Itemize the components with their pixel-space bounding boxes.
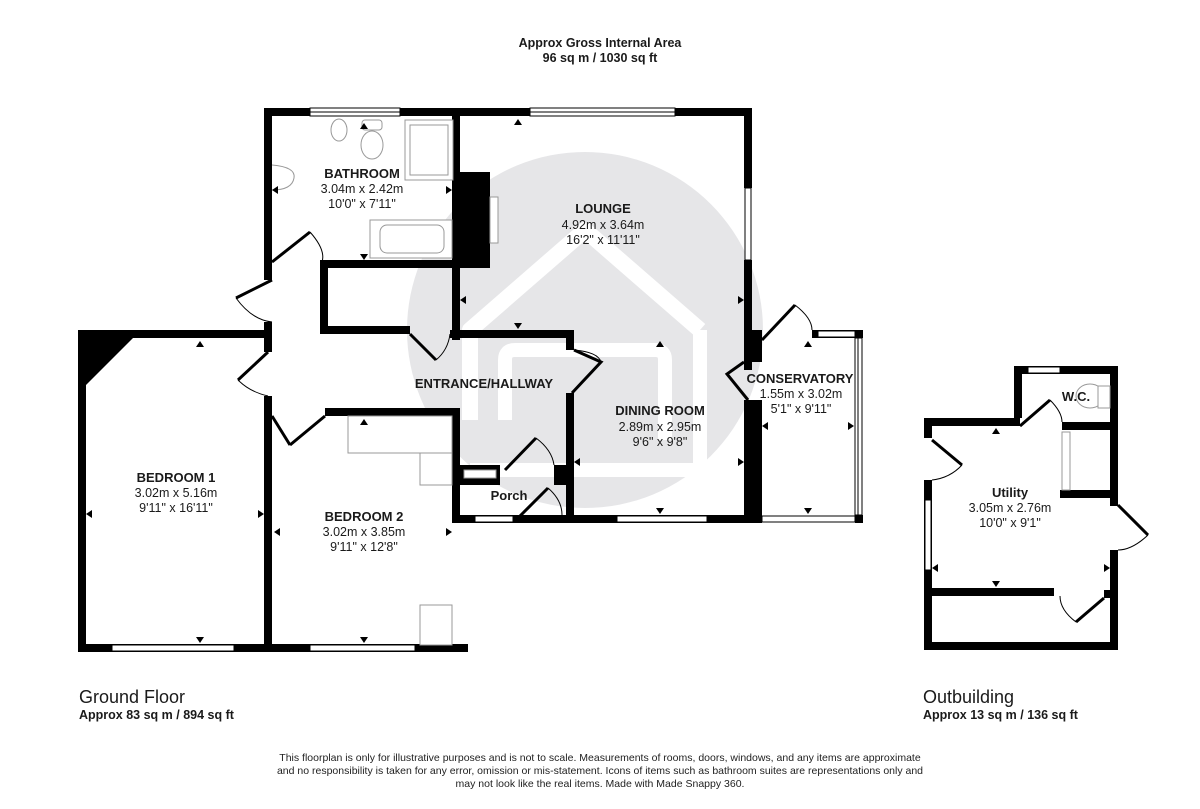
svg-text:LOUNGE: LOUNGE xyxy=(575,201,631,216)
svg-text:BEDROOM 1: BEDROOM 1 xyxy=(137,470,216,485)
svg-text:2.89m x 2.95m: 2.89m x 2.95m xyxy=(619,420,702,434)
gross-area-title: Approx Gross Internal Area xyxy=(518,36,682,50)
disclaimer-line-2: and no responsibility is taken for any e… xyxy=(276,765,924,777)
windows xyxy=(111,107,863,652)
measurement-arrows xyxy=(86,119,1110,643)
bedroom2-window xyxy=(309,644,416,652)
bidet-icon xyxy=(330,118,348,142)
disclaimer-line-3: may not look like the real items. Made w… xyxy=(455,778,745,790)
bathroom-fixtures xyxy=(271,118,499,646)
fireplace-hearth-icon xyxy=(489,196,499,244)
svg-text:4.92m x 3.64m: 4.92m x 3.64m xyxy=(562,218,645,232)
lounge-side-window xyxy=(744,187,752,261)
gross-area-header: Approx Gross Internal Area 96 sq m / 103… xyxy=(0,36,1200,66)
svg-text:ENTRANCE/HALLWAY: ENTRANCE/HALLWAY xyxy=(415,376,554,391)
room-label-hallway: ENTRANCE/HALLWAY xyxy=(415,376,554,391)
room-label-wc: W.C. xyxy=(1062,389,1090,404)
outbuilding-area: Approx 13 sq m / 136 sq ft xyxy=(923,708,1078,722)
room-label-conservatory: CONSERVATORY 1.55m x 3.02m 5'1" x 9'11" xyxy=(747,371,854,416)
svg-text:Porch: Porch xyxy=(491,488,528,503)
room-label-bathroom: BATHROOM 3.04m x 2.42m 10'0" x 7'11" xyxy=(321,166,404,211)
conservatory-front-window xyxy=(761,515,856,523)
svg-text:BATHROOM: BATHROOM xyxy=(324,166,400,181)
room-label-utility: Utility 3.05m x 2.76m 10'0" x 9'1" xyxy=(969,485,1052,530)
svg-text:DINING ROOM: DINING ROOM xyxy=(615,403,705,418)
room-label-bedroom1: BEDROOM 1 3.02m x 5.16m 9'11" x 16'11" xyxy=(135,470,218,515)
doors xyxy=(235,230,813,522)
basin-icon xyxy=(271,164,295,191)
svg-text:16'2" x 11'11": 16'2" x 11'11" xyxy=(566,233,640,247)
gross-area-value: 96 sq m / 1030 sq ft xyxy=(542,51,658,65)
room-label-lounge: LOUNGE 4.92m x 3.64m 16'2" x 11'11" xyxy=(562,201,645,247)
svg-text:Utility: Utility xyxy=(992,485,1029,500)
outbuilding-walls xyxy=(924,366,1150,650)
svg-text:3.02m x 3.85m: 3.02m x 3.85m xyxy=(323,525,406,539)
svg-text:CONSERVATORY: CONSERVATORY xyxy=(747,371,854,386)
ground-floor-area: Approx 83 sq m / 894 sq ft xyxy=(79,708,234,722)
room-label-dining: DINING ROOM 2.89m x 2.95m 9'6" x 9'8" xyxy=(615,403,705,449)
porch-window xyxy=(474,515,514,523)
svg-text:3.02m x 5.16m: 3.02m x 5.16m xyxy=(135,486,218,500)
bedroom1-window xyxy=(111,644,235,652)
svg-text:10'0" x 7'11": 10'0" x 7'11" xyxy=(328,197,396,211)
disclaimer-line-1: This floorplan is only for illustrative … xyxy=(279,752,921,764)
svg-text:10'0" x 9'1": 10'0" x 9'1" xyxy=(979,516,1041,530)
room-label-porch: Porch xyxy=(491,488,528,503)
svg-text:1.55m x 3.02m: 1.55m x 3.02m xyxy=(760,387,843,401)
svg-text:5'1" x 9'11": 5'1" x 9'11" xyxy=(771,402,832,416)
conservatory-top-window xyxy=(817,330,856,338)
svg-text:9'6" x 9'8": 9'6" x 9'8" xyxy=(633,435,688,449)
radiator-icon xyxy=(463,469,497,479)
dining-window xyxy=(616,515,708,523)
outbuilding-label: Outbuilding xyxy=(923,687,1015,707)
ground-floor-caption: Ground Floor Approx 83 sq m / 894 sq ft xyxy=(79,687,234,723)
svg-text:9'11" x 12'8": 9'11" x 12'8" xyxy=(330,540,398,554)
svg-text:BEDROOM 2: BEDROOM 2 xyxy=(325,509,404,524)
outbuilding-caption: Outbuilding Approx 13 sq m / 136 sq ft xyxy=(923,687,1078,723)
ground-floor-label: Ground Floor xyxy=(79,687,186,707)
svg-text:9'11" x 16'11": 9'11" x 16'11" xyxy=(139,501,213,515)
svg-text:W.C.: W.C. xyxy=(1062,389,1090,404)
svg-text:3.04m x 2.42m: 3.04m x 2.42m xyxy=(321,182,404,196)
room-label-bedroom2: BEDROOM 2 3.02m x 3.85m 9'11" x 12'8" xyxy=(323,509,406,554)
toilet-icon xyxy=(360,130,384,160)
disclaimer: This floorplan is only for illustrative … xyxy=(240,752,960,791)
svg-text:3.05m x 2.76m: 3.05m x 2.76m xyxy=(969,501,1052,515)
